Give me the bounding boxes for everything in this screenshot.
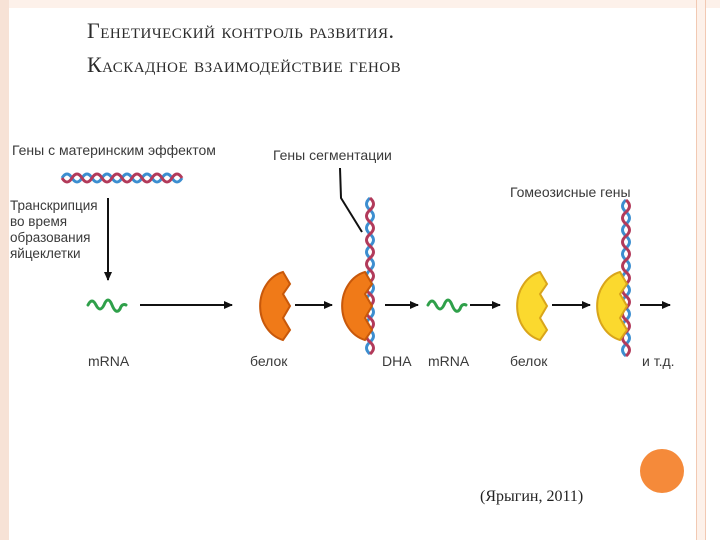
protein-3-yellow (516, 270, 549, 342)
maternal-genes-label: Гены с материнским эффектом (12, 142, 216, 158)
label-etc: и т.д. (642, 353, 675, 369)
label-protein-2: белок (510, 353, 548, 369)
frame-left-border (0, 0, 9, 540)
transcription-line-3: образования (10, 230, 91, 245)
maternal-gene-helix (60, 172, 184, 184)
homeotic-genes-label: Гомеозисные гены (510, 184, 631, 200)
title-line-2: Каскадное взаимодействие генов (87, 52, 402, 77)
transcription-line-2: во время (10, 214, 68, 229)
mrna-2-strand (426, 298, 468, 313)
protein-4-yellow (596, 270, 629, 342)
transcription-line-1: Транскрипция (10, 198, 98, 213)
transcription-label: Транскрипция во время образования яйцекл… (10, 198, 98, 262)
slide-title: Генетический контроль развития. Каскадно… (87, 14, 647, 82)
accent-circle (640, 449, 684, 493)
segmentation-pointer (339, 167, 363, 233)
label-mrna-2: mRNA (428, 353, 470, 369)
frame-top-border (0, 0, 720, 8)
label-protein-1: белок (250, 353, 288, 369)
transcription-line-4: яйцеклетки (10, 246, 81, 261)
mrna-1-strand (86, 298, 128, 313)
protein-1-orange (259, 270, 292, 342)
title-line-1: Генетический контроль развития. (87, 18, 395, 43)
protein-2-orange (341, 270, 374, 342)
frame-right-bar (696, 0, 706, 540)
label-mrna-1: mRNA (88, 353, 130, 369)
label-dna: DHA (382, 353, 412, 369)
segmentation-genes-label: Гены сегментации (273, 147, 392, 163)
citation: (Ярыгин, 2011) (480, 488, 584, 505)
